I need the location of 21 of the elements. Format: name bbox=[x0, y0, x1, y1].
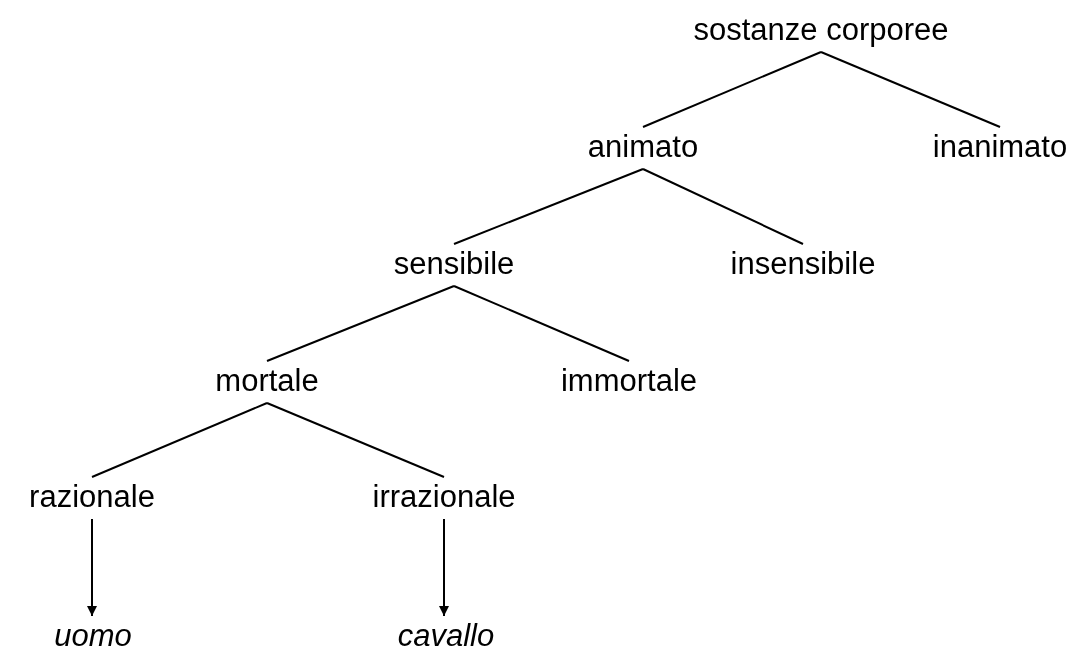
category-term: razionale bbox=[29, 479, 155, 515]
category-term: insensibile bbox=[730, 246, 876, 282]
leaf-term: cavallo bbox=[397, 618, 495, 654]
branch-line bbox=[453, 168, 644, 245]
arrow bbox=[439, 518, 449, 617]
category-term: animato bbox=[587, 129, 699, 165]
category-term: mortale bbox=[215, 363, 319, 399]
category-term: irrazionale bbox=[372, 479, 516, 515]
leaf-term: uomo bbox=[54, 618, 132, 654]
branch-line bbox=[642, 51, 822, 128]
branch-line bbox=[91, 402, 268, 478]
branch-line bbox=[266, 285, 455, 362]
category-term: sensibile bbox=[393, 246, 515, 282]
branch-line bbox=[266, 402, 445, 478]
branch-line bbox=[453, 285, 630, 362]
category-term: sostanze corporee bbox=[693, 12, 949, 48]
branch-line bbox=[642, 168, 804, 245]
category-term: inanimato bbox=[932, 129, 1068, 165]
category-term: immortale bbox=[560, 363, 698, 399]
branch-line bbox=[820, 51, 1001, 128]
arrow bbox=[87, 518, 97, 617]
